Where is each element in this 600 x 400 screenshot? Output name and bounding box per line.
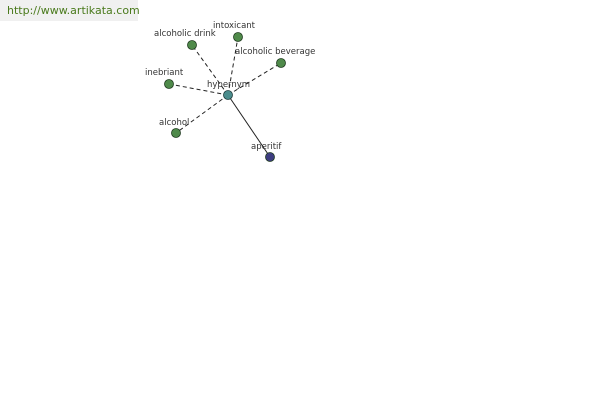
label-aperitif[interactable]: aperitif [251, 142, 282, 152]
label-alcohol[interactable]: alcohol [159, 118, 189, 128]
node-alcohol[interactable] [171, 128, 181, 138]
site-url[interactable]: http://www.artikata.com [0, 0, 140, 21]
node-hypernym[interactable] [223, 90, 233, 100]
label-intoxicant[interactable]: intoxicant [213, 21, 256, 31]
node-intoxicant[interactable] [233, 32, 243, 42]
label-alcoholic-drink[interactable]: alcoholic drink [154, 29, 216, 39]
node-inebriant[interactable] [164, 79, 174, 89]
label-inebriant[interactable]: inebriant [145, 68, 184, 78]
edge-intoxicant [227, 36, 239, 96]
node-alcoholic-beverage[interactable] [276, 58, 286, 68]
node-alcoholic-drink[interactable] [187, 40, 197, 50]
edge-alcoholic-beverage [227, 62, 282, 96]
edge-alcohol [175, 94, 229, 134]
edge-alcoholic-drink [191, 44, 229, 96]
label-alcoholic-beverage[interactable]: alcoholic beverage [235, 47, 315, 57]
label-hypernym: hypernym [207, 80, 250, 90]
node-aperitif[interactable] [265, 152, 275, 162]
edge-inebriant [168, 83, 229, 96]
edge-aperitif [227, 94, 271, 158]
